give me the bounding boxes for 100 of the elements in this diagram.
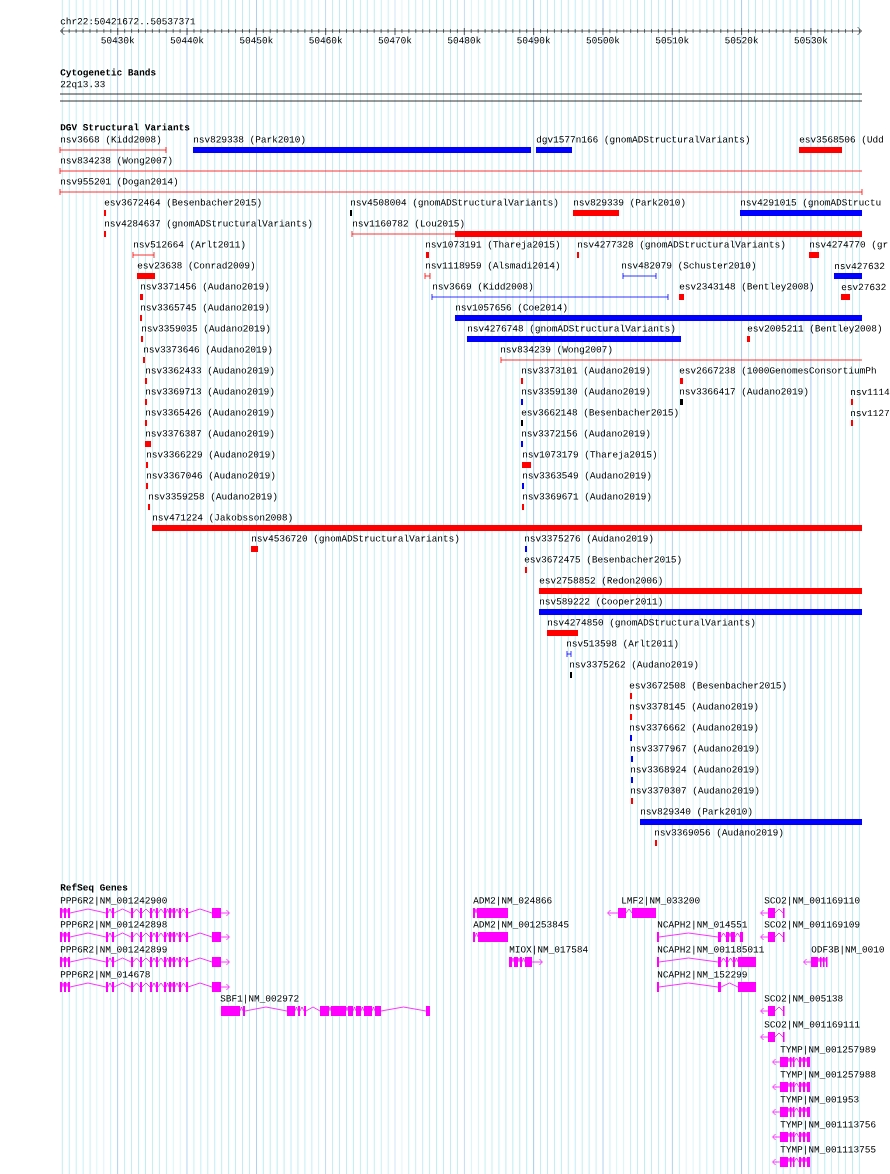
- variant-label: nsv3359130 (Audano2019): [522, 387, 650, 397]
- gene-label: PPP6R2|NM_001242898: [60, 920, 167, 930]
- variant-label: nsv1118959 (Alsmadi2014): [426, 261, 559, 271]
- tick-label: 50490k: [517, 36, 551, 44]
- variant-label: nsv3367046 (Audano2019): [147, 471, 275, 481]
- variant-label: nsv1073179 (Thareja2015): [523, 450, 656, 460]
- variant-label: nsv4274850 (gnomADStructuralVariants): [548, 618, 755, 628]
- variant-label: nsv1057656 (Coe2014): [456, 303, 567, 313]
- gene-label: NCAPH2|NM_152299: [657, 970, 747, 980]
- variant-label: esv3672464 (Besenbacher2015): [104, 198, 261, 208]
- variant-label: nsv3370307 (Audano2019): [631, 786, 759, 796]
- variant-label: nsv4276748 (gnomADStructuralVariants): [468, 324, 675, 334]
- variant-label: dgv1577n166 (gnomADStructuralVariants): [536, 135, 749, 145]
- variant-label: nsv829339 (Park2010): [574, 198, 685, 208]
- variant-label: esv2667238 (1000GenomesConsortiumPh: [679, 366, 876, 376]
- tick-label: 50520k: [725, 36, 759, 44]
- tick-label: 50500k: [586, 36, 620, 44]
- gene-label: MIOX|NM_017584: [509, 945, 588, 955]
- variant-label: nsv3372156 (Audano2019): [522, 429, 650, 439]
- gene-label: SCO2|NM_001169109: [764, 920, 860, 930]
- variant-label: esv3568506 (Udd: [799, 135, 883, 145]
- tick-label: 50530k: [794, 36, 828, 44]
- variant-label: esv2758852 (Redon2006): [539, 576, 662, 586]
- variant-label: nsv513598 (Arlt2011): [567, 639, 678, 649]
- tick-label: 50470k: [378, 36, 412, 44]
- gene-label: SBF1|NM_002972: [220, 994, 299, 1004]
- variant-label: nsv482079 (Schuster2010): [622, 261, 755, 271]
- variant-label: nsv955201 (Dogan2014): [61, 177, 178, 187]
- gene-label: TYMP|NM_001257989: [780, 1045, 876, 1055]
- variant-label: nsv4536720 (gnomADStructuralVariants): [252, 534, 459, 544]
- gene-label: NCAPH2|NM_014551: [657, 920, 747, 930]
- variant-label: nsv3363549 (Audano2019): [523, 471, 651, 481]
- coordinate-label: chr22:50421672..50537371: [60, 17, 196, 25]
- variant-label: nsv3373646 (Audano2019): [144, 345, 272, 355]
- variant-label: nsv829340 (Park2010): [641, 807, 752, 817]
- variant-label: nsv3668 (Kidd2008): [61, 135, 161, 145]
- variant-label: esv27632: [841, 283, 886, 291]
- variant-label: nsv829338 (Park2010): [194, 135, 305, 145]
- variant-label: nsv1160782 (Lou2015): [353, 219, 464, 229]
- variant-label: esv2005211 (Bentley2008): [747, 324, 881, 334]
- track-title: DGV Structural Variants: [60, 123, 190, 131]
- gene-label: ADM2|NM_001253845: [473, 920, 569, 930]
- gene-label: TYMP|NM_001953: [780, 1095, 859, 1105]
- variant-label: nsv3377967 (Audano2019): [631, 744, 759, 754]
- track-title: RefSeq Genes: [60, 883, 128, 893]
- variant-label: nsv1127: [851, 409, 889, 417]
- variant-label: nsv512664 (Arlt2011): [134, 240, 245, 250]
- tick-label: 50480k: [448, 36, 481, 44]
- band-label: 22q13.33: [60, 80, 105, 90]
- variant-label: nsv834239 (Wong2007): [501, 345, 612, 355]
- variant-label: nsv3375262 (Audano2019): [570, 660, 698, 670]
- tick-label: 50450k: [240, 36, 273, 44]
- variant-label: nsv3366417 (Audano2019): [680, 387, 808, 397]
- variant-label: esv3672475 (Besenbacher2015): [524, 555, 681, 565]
- variant-label: nsv3359035 (Audano2019): [142, 324, 270, 334]
- variant-label: nsv4284637 (gnomADStructuralVariants): [105, 219, 312, 229]
- gene-label: SCO2|NM_001169111: [764, 1020, 860, 1030]
- variant-label: nsv427632: [835, 262, 885, 270]
- variant-label: nsv1073191 (Thareja2015): [426, 240, 559, 250]
- variant-label: nsv3369713 (Audano2019): [146, 387, 274, 397]
- tick-label: 50460k: [309, 36, 343, 44]
- variant-label: nsv3375276 (Audano2019): [525, 534, 653, 544]
- variant-label: nsv471224 (Jakobsson2008): [153, 513, 292, 523]
- gene-label: SCO2|NM_005138: [764, 994, 843, 1004]
- variant-label: nsv4274770 (gr: [810, 240, 888, 250]
- variant-label: nsv3369056 (Audano2019): [655, 828, 783, 838]
- tick-label: 50440k: [170, 36, 204, 44]
- track-title: Cytogenetic Bands: [60, 68, 156, 78]
- variant-label: nsv4277328 (gnomADStructuralVariants): [578, 240, 785, 250]
- variant-label: nsv1114: [851, 388, 890, 396]
- variant-label: nsv3365745 (Audano2019): [141, 303, 269, 313]
- variant-label: nsv834238 (Wong2007): [61, 156, 172, 166]
- variant-label: nsv3368924 (Audano2019): [631, 765, 759, 775]
- gene-label: PPP6R2|NM_014678: [60, 970, 150, 980]
- variant-label: nsv3366229 (Audano2019): [147, 450, 275, 460]
- gene-label: PPP6R2|NM_001242899: [60, 945, 167, 955]
- variant-label: nsv3378145 (Audano2019): [630, 702, 758, 712]
- variant-label: nsv3373101 (Audano2019): [522, 366, 650, 376]
- gene-label: ADM2|NM_024866: [473, 896, 552, 906]
- gene-label: TYMP|NM_001257988: [780, 1070, 876, 1080]
- variant-label: esv2343148 (Bentley2008): [679, 282, 813, 292]
- gene-label: ODF3B|NM_0010: [811, 945, 884, 955]
- variant-label: nsv3362433 (Audano2019): [146, 366, 274, 376]
- variant-label: nsv3669 (Kidd2008): [433, 282, 533, 292]
- variant-label: nsv4508004 (gnomADStructuralVariants): [351, 198, 558, 208]
- variant-label: nsv3365426 (Audano2019): [146, 408, 274, 418]
- variant-label: nsv3376662 (Audano2019): [630, 723, 758, 733]
- tick-label: 50430k: [101, 36, 135, 44]
- variant-label: nsv589222 (Cooper2011): [540, 597, 662, 607]
- variant-label: esv3662148 (Besenbacher2015): [521, 408, 678, 418]
- variant-label: nsv3359258 (Audano2019): [149, 492, 277, 502]
- variant-label: nsv4291015 (gnomADStructu: [741, 198, 881, 208]
- tick-label: 50510k: [655, 36, 689, 44]
- gene-label: TYMP|NM_001113755: [780, 1145, 876, 1155]
- variant-label: nsv3369671 (Audano2019): [523, 492, 651, 502]
- variant-label: esv3672508 (Besenbacher2015): [629, 681, 786, 691]
- variant-label: nsv3376387 (Audano2019): [146, 429, 274, 439]
- gene-label: PPP6R2|NM_001242900: [60, 896, 167, 906]
- gene-label: SCO2|NM_001169110: [764, 896, 860, 906]
- gene-label: TYMP|NM_001113756: [780, 1120, 876, 1130]
